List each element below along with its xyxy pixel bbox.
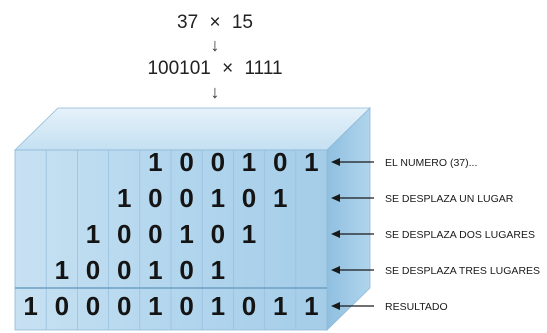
bit-digit: 0	[273, 147, 287, 177]
down-arrow-icon: ↓	[210, 82, 220, 102]
times-symbol: ×	[209, 12, 221, 33]
bit-digit: 0	[242, 183, 256, 213]
arrowhead-icon	[331, 194, 340, 202]
bit-digit: 0	[55, 291, 69, 321]
bit-digit: 1	[242, 147, 256, 177]
bit-digit: 0	[86, 291, 100, 321]
bit-digit: 1	[304, 147, 318, 177]
binary-multiplier: 1111	[244, 58, 283, 79]
bit-digit: 1	[273, 291, 287, 321]
bit-digit: 1	[55, 255, 69, 285]
bit-digit: 0	[117, 219, 131, 249]
bit-digit: 0	[179, 183, 193, 213]
row-label: EL NUMERO (37)...	[385, 157, 477, 169]
bit-digit: 0	[242, 291, 256, 321]
bit-digit: 1	[211, 291, 225, 321]
bit-digit: 0	[179, 255, 193, 285]
bit-digit: 1	[211, 255, 225, 285]
bit-digit: 0	[179, 291, 193, 321]
labels-layer: EL NUMERO (37)... SE DESPLAZA UN LUGAR SE …	[331, 157, 540, 313]
times-symbol: ×	[222, 58, 234, 79]
decimal-equation: 37 × 15	[0, 12, 430, 34]
bit-digit: 1	[148, 291, 162, 321]
bit-digit: 1	[117, 183, 131, 213]
bit-digit: 0	[148, 219, 162, 249]
bit-digit: 1	[148, 255, 162, 285]
bit-digit: 0	[86, 255, 100, 285]
arrowhead-icon	[331, 266, 340, 274]
bit-digit: 1	[304, 291, 318, 321]
bit-digit: 0	[117, 291, 131, 321]
bit-digit: 1	[242, 219, 256, 249]
binary-equation: 100101 × 1111	[0, 58, 430, 80]
row-label: SE DESPLAZA TRES LUGARES	[385, 265, 540, 277]
arrowhead-icon	[331, 302, 340, 310]
decimal-multiplicand: 37	[177, 12, 199, 33]
row-label: RESULTADO	[385, 301, 448, 313]
arrowhead-icon	[331, 158, 340, 166]
arrowhead-icon	[331, 230, 340, 238]
bit-digit: 0	[117, 255, 131, 285]
binary-multiplicand: 100101	[147, 58, 211, 79]
bit-digit: 1	[86, 219, 100, 249]
bit-digit: 0	[211, 219, 225, 249]
bit-digit: 1	[179, 219, 193, 249]
decimal-multiplier: 15	[231, 12, 253, 33]
row-label: SE DESPLAZA DOS LUGARES	[385, 229, 535, 241]
row-label: SE DESPLAZA UN LUGAR	[385, 193, 514, 205]
bit-digit: 1	[23, 291, 37, 321]
bit-digit: 1	[211, 183, 225, 213]
down-arrow-icon: ↓	[210, 35, 220, 55]
bit-digit: 0	[211, 147, 225, 177]
block-top-face	[14, 107, 371, 151]
bit-digit: 1	[148, 147, 162, 177]
bit-digit: 0	[179, 147, 193, 177]
block-grid-lines	[15, 150, 327, 330]
bit-digit: 1	[273, 183, 287, 213]
bit-digit: 0	[148, 183, 162, 213]
